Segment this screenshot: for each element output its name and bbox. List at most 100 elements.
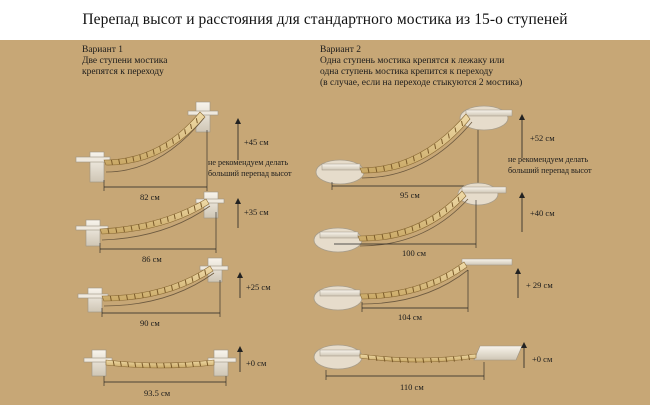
variant1-row2-distance: 86 см <box>142 254 162 264</box>
bridge-rung <box>190 123 193 130</box>
variant2-note-line2: больший перепад высот <box>508 166 592 175</box>
bridge-rung <box>115 227 118 233</box>
bridge-rung <box>184 362 187 368</box>
bridge-rung <box>152 149 155 155</box>
bridge-rung <box>412 156 415 162</box>
bridge-rung <box>396 230 399 237</box>
bridge-rung <box>437 357 440 363</box>
bridge-rung <box>373 235 376 241</box>
bridge-rung <box>204 269 207 275</box>
variant1-row3-height: +25 см <box>246 282 271 292</box>
bridge-rung <box>454 127 457 133</box>
bridge-rung <box>425 219 428 225</box>
bridge-rung <box>430 357 433 363</box>
variant2-note-line1: не рекомендуем делать <box>508 155 588 164</box>
bridge-rung <box>434 143 437 150</box>
bridge-rung <box>398 161 401 168</box>
bridge-rung <box>391 357 394 363</box>
bridge-rung <box>130 225 133 231</box>
bridge-rung <box>134 362 137 368</box>
variant1-row1-bridge <box>75 101 219 183</box>
variant1-note-line2: больший перепад высот <box>208 169 292 178</box>
bridge-rung <box>184 279 187 285</box>
bridge-rung <box>122 226 125 232</box>
bridge-rung <box>411 226 414 232</box>
variant1-row2-height: +35 см <box>244 207 269 217</box>
bridge-rung <box>382 292 385 298</box>
variant1-desc-line2: крепятся к переходу <box>82 67 164 77</box>
bridge-rung <box>132 156 135 162</box>
bridge-rung <box>451 202 454 208</box>
bridge-rung <box>199 361 202 367</box>
variant2-row2-height: +40 см <box>530 208 555 218</box>
bridge-rung <box>156 289 159 295</box>
bridge-rung <box>112 360 115 366</box>
bridge-rung <box>412 286 415 293</box>
bridge-rung <box>171 138 174 144</box>
bridge-rung <box>133 293 136 299</box>
bridge-rung <box>125 157 128 164</box>
variant2-row1-distance: 95 см <box>400 190 420 200</box>
bridge-rung <box>397 290 400 296</box>
bridge-rung <box>438 211 441 217</box>
variant1-note-line1: не рекомендуем делать <box>208 158 288 167</box>
bridge-rung <box>390 291 393 297</box>
bridge-rung <box>414 357 417 364</box>
page-title: Перепад высот и расстояния для стандартн… <box>0 0 650 40</box>
variant2-row4-height: +0 см <box>532 354 553 364</box>
bridge-rung <box>445 207 448 213</box>
variant1-heading: Вариант 1 <box>82 45 123 55</box>
variant2-row3-distance: 104 см <box>398 312 423 322</box>
variant2-row3-bridge <box>313 258 513 311</box>
bridge-rung <box>206 360 209 366</box>
bridge-rung <box>375 355 378 361</box>
variant2-row1-bridge <box>315 105 513 185</box>
bridge-rung <box>155 362 158 369</box>
bridge-rung <box>457 196 460 202</box>
bridge-rung <box>195 118 198 124</box>
bridge-rung <box>163 362 166 369</box>
bridge-rung <box>458 266 461 272</box>
bridge-rung <box>187 208 190 214</box>
bridge-rung <box>197 273 200 279</box>
bridge-rung <box>426 282 429 288</box>
bridge-rung <box>432 279 435 285</box>
bridge-rung <box>418 223 421 229</box>
bridge-rung <box>432 215 435 222</box>
bridge-rung <box>405 288 408 294</box>
variant1-row4-height: +0 см <box>246 358 267 368</box>
bridge-rung <box>399 357 402 363</box>
variant2-row4-distance: 110 см <box>400 382 424 392</box>
variant1-row1-height: +45 см <box>244 137 269 147</box>
bridge-rung <box>170 285 173 291</box>
bridge-rung <box>461 120 464 127</box>
bridge-rung <box>107 228 110 234</box>
bridge-rung <box>375 166 378 173</box>
bridge-rung <box>441 138 444 145</box>
variant2-desc-line1: Одна ступень мостика крепятся к лежаку и… <box>320 56 504 66</box>
bridge-rung <box>420 152 423 158</box>
bridge-rung <box>445 273 448 279</box>
bridge-rung <box>170 362 173 368</box>
bridge-rung <box>365 235 368 241</box>
diagram-board: Вариант 1 Две ступени мостика крепятся к… <box>0 40 650 405</box>
bridge-rung <box>177 282 180 288</box>
bridge-rung <box>191 361 194 368</box>
bridge-rung <box>118 295 120 301</box>
bridge-rung <box>159 218 162 225</box>
variant2-row4-bridge <box>313 344 523 370</box>
variant1-row3-distance: 90 см <box>140 318 160 328</box>
bridge-rung <box>126 294 129 300</box>
variant1-row4-bridge <box>83 349 237 377</box>
bridge-rung <box>119 361 122 367</box>
variant2-desc-line2: одна ступень мостика крепится к переходу <box>320 67 493 77</box>
bridge-rung <box>109 295 112 301</box>
bridge-rung <box>367 293 370 299</box>
bridge-rung <box>445 357 448 363</box>
bridge-rung <box>452 356 455 362</box>
bridge-rung <box>422 357 425 364</box>
bridge-rung <box>177 362 180 368</box>
bridge-rung <box>419 284 422 290</box>
bridge-rung <box>367 354 370 361</box>
bridge-rung <box>146 152 149 158</box>
